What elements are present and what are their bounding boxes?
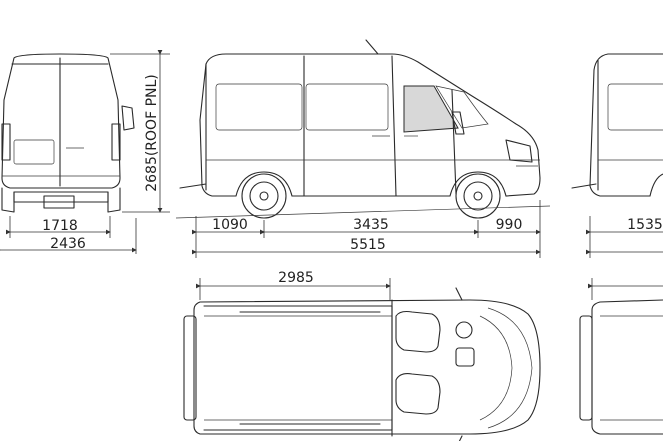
side-view-partial: 1535	[571, 53, 663, 258]
overall-length-label: 5515	[350, 237, 386, 253]
side-view	[175, 39, 551, 219]
rear-view	[1, 53, 135, 213]
overall-width-label: 2436	[50, 236, 86, 252]
cargo-length-label: 2985	[278, 270, 314, 286]
top-view	[183, 287, 541, 441]
rear-overhang-label: 990	[496, 217, 523, 233]
height-label: 2685(ROOF PNL)	[144, 74, 160, 192]
rear-dimensions: 1718 2436 2685(ROOF PNL)	[0, 50, 170, 254]
front-overhang-label: 1090	[212, 217, 248, 233]
right-overhang-label: 1535	[627, 217, 663, 233]
track-rear-label: 1718	[42, 218, 78, 234]
wheelbase-label: 3435	[353, 217, 389, 233]
top-dimensions: 2985	[196, 270, 391, 300]
side-dimensions: 1090 3435 990 5515	[192, 200, 541, 258]
top-view-partial	[579, 278, 663, 435]
